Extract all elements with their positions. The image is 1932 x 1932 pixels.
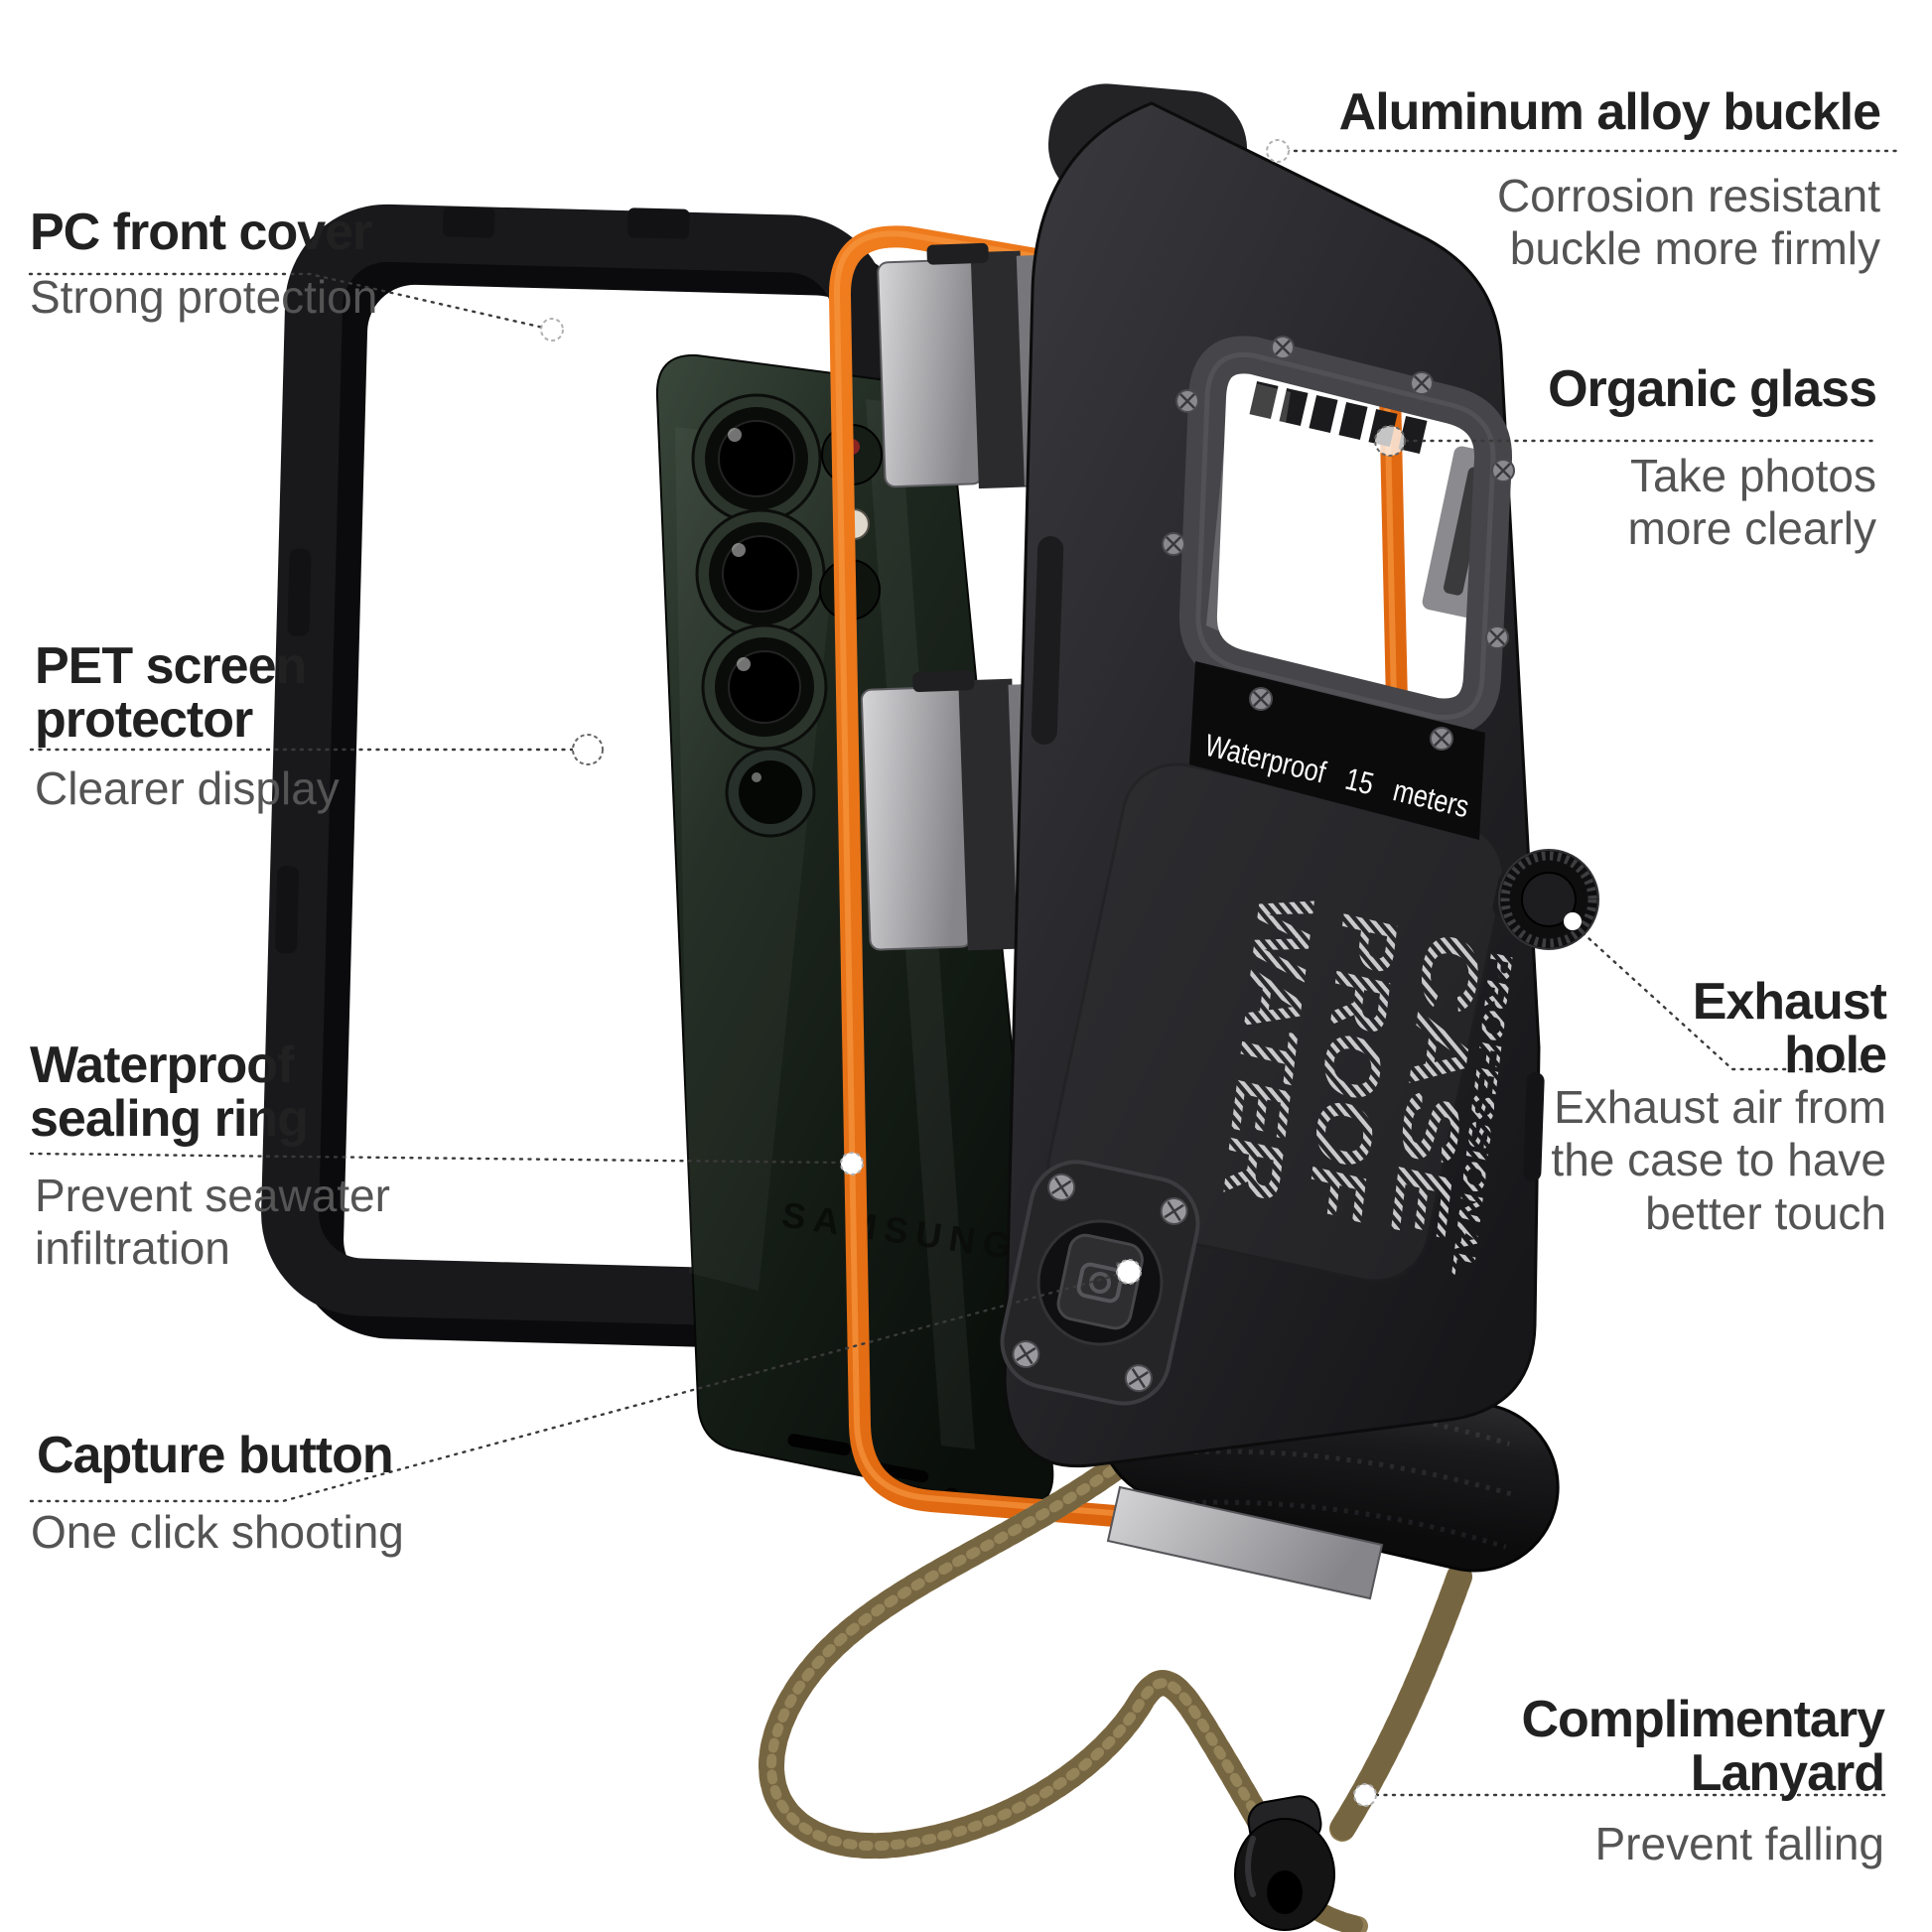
subtitle-line: Corrosion resistant — [1496, 170, 1880, 221]
camera-lens-icon — [701, 623, 828, 751]
title-line: Capture button — [37, 1427, 394, 1484]
marker-pet-screen — [572, 734, 604, 765]
subtitle-line: better touch — [1645, 1186, 1886, 1239]
title-line: Exhaust — [1692, 973, 1887, 1031]
exhaust-hole-subtitle: Exhaust air from the case to have better… — [1551, 1081, 1886, 1240]
marker-pc-front-cover — [540, 318, 564, 342]
title-line: sealing ring — [30, 1090, 309, 1149]
title-line: protector — [35, 691, 253, 750]
title-line: PC front cover — [30, 204, 372, 261]
pc-front-cover-subtitle: Strong protection — [30, 271, 377, 324]
camera-lens-icon — [725, 747, 816, 838]
marker-sealing-ring — [840, 1152, 864, 1175]
aluminum-buckle-title: Aluminum alloy buckle — [1338, 83, 1881, 141]
marker-capture-button — [1116, 1259, 1142, 1285]
exhaust-hole-title: Exhaust hole — [1692, 973, 1887, 1085]
subtitle-line: infiltration — [35, 1222, 230, 1275]
capture-button-title: Capture button — [37, 1427, 394, 1484]
title-line: Waterproof — [30, 1036, 294, 1094]
bottom-latch — [1106, 1485, 1384, 1600]
subtitle-line: Strong protection — [30, 271, 378, 323]
aluminum-buckle-subtitle: Corrosion resistant buckle more firmly — [1497, 170, 1880, 276]
leader-capture-button — [29, 1270, 1131, 1503]
organic-glass-title: Organic glass — [1548, 360, 1877, 418]
title-line: Organic glass — [1548, 360, 1877, 418]
organic-glass-subtitle: Take photos more clearly — [1627, 450, 1876, 556]
pc-front-cover-title: PC front cover — [30, 204, 372, 261]
sealing-ring-title: Waterproof sealing ring — [30, 1036, 309, 1149]
hinge-clasp-top — [877, 242, 1044, 489]
callout-leaders — [28, 149, 1900, 1797]
subtitle-line: Prevent falling — [1594, 1818, 1885, 1869]
hinge-clasp-bottom — [860, 670, 1039, 951]
subtitle-line: more clearly — [1627, 502, 1876, 555]
subtitle-line: Take photos — [1629, 450, 1876, 501]
marker-exhaust-hole — [1564, 912, 1582, 930]
lanyard-toggle — [1234, 1795, 1335, 1931]
capture-button-subtitle: One click shooting — [31, 1506, 404, 1559]
leader-exhaust-hole — [1575, 925, 1883, 1071]
subtitle-line: One click shooting — [31, 1506, 404, 1558]
waterproof-case: Waterproof 15 meters — [860, 83, 1599, 1600]
marker-lanyard — [1353, 1783, 1377, 1807]
pet-screen-title: PET screen protector — [35, 637, 307, 750]
marker-organic-glass — [1374, 425, 1406, 457]
subtitle-line: Clearer display — [35, 762, 340, 814]
case-screws — [1162, 336, 1515, 751]
subtitle-line: Prevent seawater — [35, 1170, 390, 1221]
title-line: PET screen — [35, 637, 307, 695]
leader-pc-front-cover — [28, 272, 554, 332]
title-line: Lanyard — [1690, 1744, 1885, 1803]
title-line: Aluminum alloy buckle — [1338, 83, 1881, 141]
sealing-ring-subtitle: Prevent seawater infiltration — [35, 1170, 390, 1276]
lanyard-subtitle: Prevent falling — [1595, 1818, 1885, 1870]
title-line: Complimentary — [1521, 1691, 1885, 1748]
capture-button-assembly — [1000, 1160, 1200, 1406]
subtitle-line: the case to have — [1551, 1134, 1886, 1186]
subtitle-line: Exhaust air from — [1554, 1081, 1886, 1133]
window-glass-sheen — [1206, 377, 1291, 645]
lanyard — [759, 1429, 1472, 1932]
leader-sealing-ring — [29, 1152, 843, 1165]
title-line: hole — [1784, 1027, 1887, 1085]
case-right-slot — [1523, 1072, 1545, 1181]
pet-screen-subtitle: Clearer display — [35, 762, 340, 815]
subtitle-line: buckle more firmly — [1509, 222, 1880, 275]
camera-lens-icon — [691, 393, 822, 524]
lanyard-title: Complimentary Lanyard — [1521, 1691, 1885, 1803]
case-side-slot — [1031, 536, 1064, 745]
marker-aluminum-buckle — [1266, 139, 1290, 163]
callout-markers — [540, 139, 1582, 1807]
camera-lens-icon — [695, 508, 826, 639]
